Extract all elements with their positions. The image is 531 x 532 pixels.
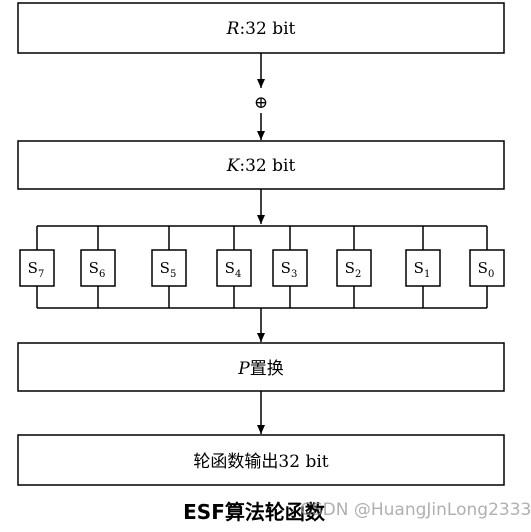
sbox-2: S2 [336,226,372,308]
xor-icon: ⊕ [254,93,268,113]
k-block: K:32 bit [17,140,505,190]
sbox-label: S3 [281,259,298,280]
watermark: CSDN @HuangJinLong2333 [300,500,531,520]
sbox-0: S0 [469,226,505,308]
sbox-label: S2 [345,259,362,280]
p-block: P置换 [17,342,505,392]
sbox-5: S5 [151,226,187,308]
k-block-label: K:32 bit [226,156,296,176]
output-block-label: 轮函数输出32 bit [193,452,328,472]
caption-title: ESF算法轮函数 [183,500,325,524]
sbox-rect [151,249,187,287]
sbox-label: S7 [28,259,45,280]
output-block: 轮函数输出32 bit [17,434,505,486]
r-block-label: R:32 bit [226,19,296,39]
sbox-3: S3 [272,226,308,308]
sbox-7: S7 [19,226,55,308]
sbox-rect [19,249,55,287]
sbox-6: S6 [80,226,116,308]
sbox-label: S5 [160,259,177,280]
sbox-4: S4 [216,226,252,308]
sbox-group: S7 S6 S5 S4 S3 S2 S1 S0 [19,226,505,308]
r-block: R:32 bit [17,2,505,54]
sbox-1: S1 [405,226,441,308]
p-block-label: P置换 [237,359,283,379]
sbox-rect [336,249,372,287]
sbox-label: S1 [414,259,431,280]
sbox-label: S4 [225,259,242,280]
sbox-label: S6 [89,259,106,280]
figure-caption: ESF算法轮函数 [0,496,524,525]
sbox-rect [469,249,505,287]
sbox-label: S0 [478,259,495,280]
